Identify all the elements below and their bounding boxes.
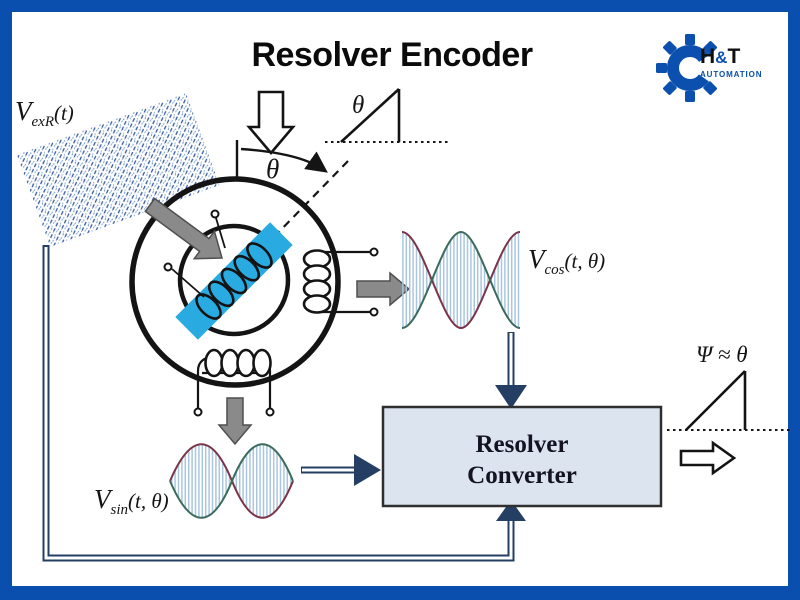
excitation-signal-patch [16, 93, 220, 247]
cosine-coil [302, 247, 379, 317]
cos-label-args: (t, θ) [565, 249, 606, 273]
converter-label-line1: Resolver [475, 431, 568, 458]
rotor-leads [171, 217, 226, 298]
sin-label: Vsin(t, θ) [94, 484, 169, 518]
sin-to-converter-arrow [301, 454, 381, 486]
logo-ampersand: & [715, 48, 728, 67]
excitation-label-sub: exR [32, 114, 54, 130]
rotor-terminal [210, 209, 220, 219]
cos-label-sub: cos [545, 262, 565, 278]
output-ramp [667, 370, 793, 431]
logo-letter-t: T [727, 45, 741, 68]
logo-letter-h: H [700, 45, 716, 68]
sin-label-sub: sin [111, 502, 129, 518]
feedback-arrowhead [496, 500, 526, 521]
sin-waveform [169, 443, 294, 519]
page-title: Resolver Encoder [251, 36, 533, 74]
ramp-top-label: θ [352, 92, 364, 119]
cos-output-arrow [356, 271, 411, 307]
excitation-input-arrow [144, 197, 223, 260]
coil-terminal [369, 247, 379, 257]
company-logo: H&T AUTOMATION [648, 14, 793, 114]
sin-output-arrow [217, 397, 253, 446]
cos-to-converter-arrow [495, 332, 527, 409]
stator-outer-circle [129, 176, 341, 388]
excitation-label-v: V [15, 96, 35, 126]
excitation-label: VexR(t) [15, 96, 74, 130]
logo-wordmark: H&T [700, 45, 740, 69]
rotation-angle-arc [240, 147, 328, 173]
angle-ramp-top [325, 88, 448, 143]
rotor-angle-label: θ [266, 154, 279, 184]
shaft-input-arrow-icon [246, 90, 296, 156]
coil-terminal [265, 407, 275, 417]
sin-label-v: V [94, 484, 114, 514]
output-arrow-icon [679, 440, 737, 476]
rotor-coil [195, 242, 273, 320]
sin-label-args: (t, θ) [128, 489, 169, 513]
stator-inner-circle [177, 223, 291, 337]
converter-label-line2: Converter [467, 462, 577, 489]
logo-subtitle: AUTOMATION [700, 70, 763, 79]
cos-label-v: V [528, 244, 548, 274]
rotor-bar [175, 222, 293, 340]
output-label: Ψ ≈ θ [696, 342, 748, 367]
cos-label: Vcos(t, θ) [528, 244, 605, 278]
coil-terminal [193, 407, 203, 417]
gear-icon [656, 34, 717, 102]
feedback-line [42, 245, 526, 562]
converter-box [381, 405, 663, 508]
sine-coil [193, 348, 275, 417]
cos-waveform [401, 230, 521, 330]
excitation-label-args: (t) [54, 101, 74, 125]
coil-terminal [369, 307, 379, 317]
rotor-terminal [163, 262, 173, 272]
